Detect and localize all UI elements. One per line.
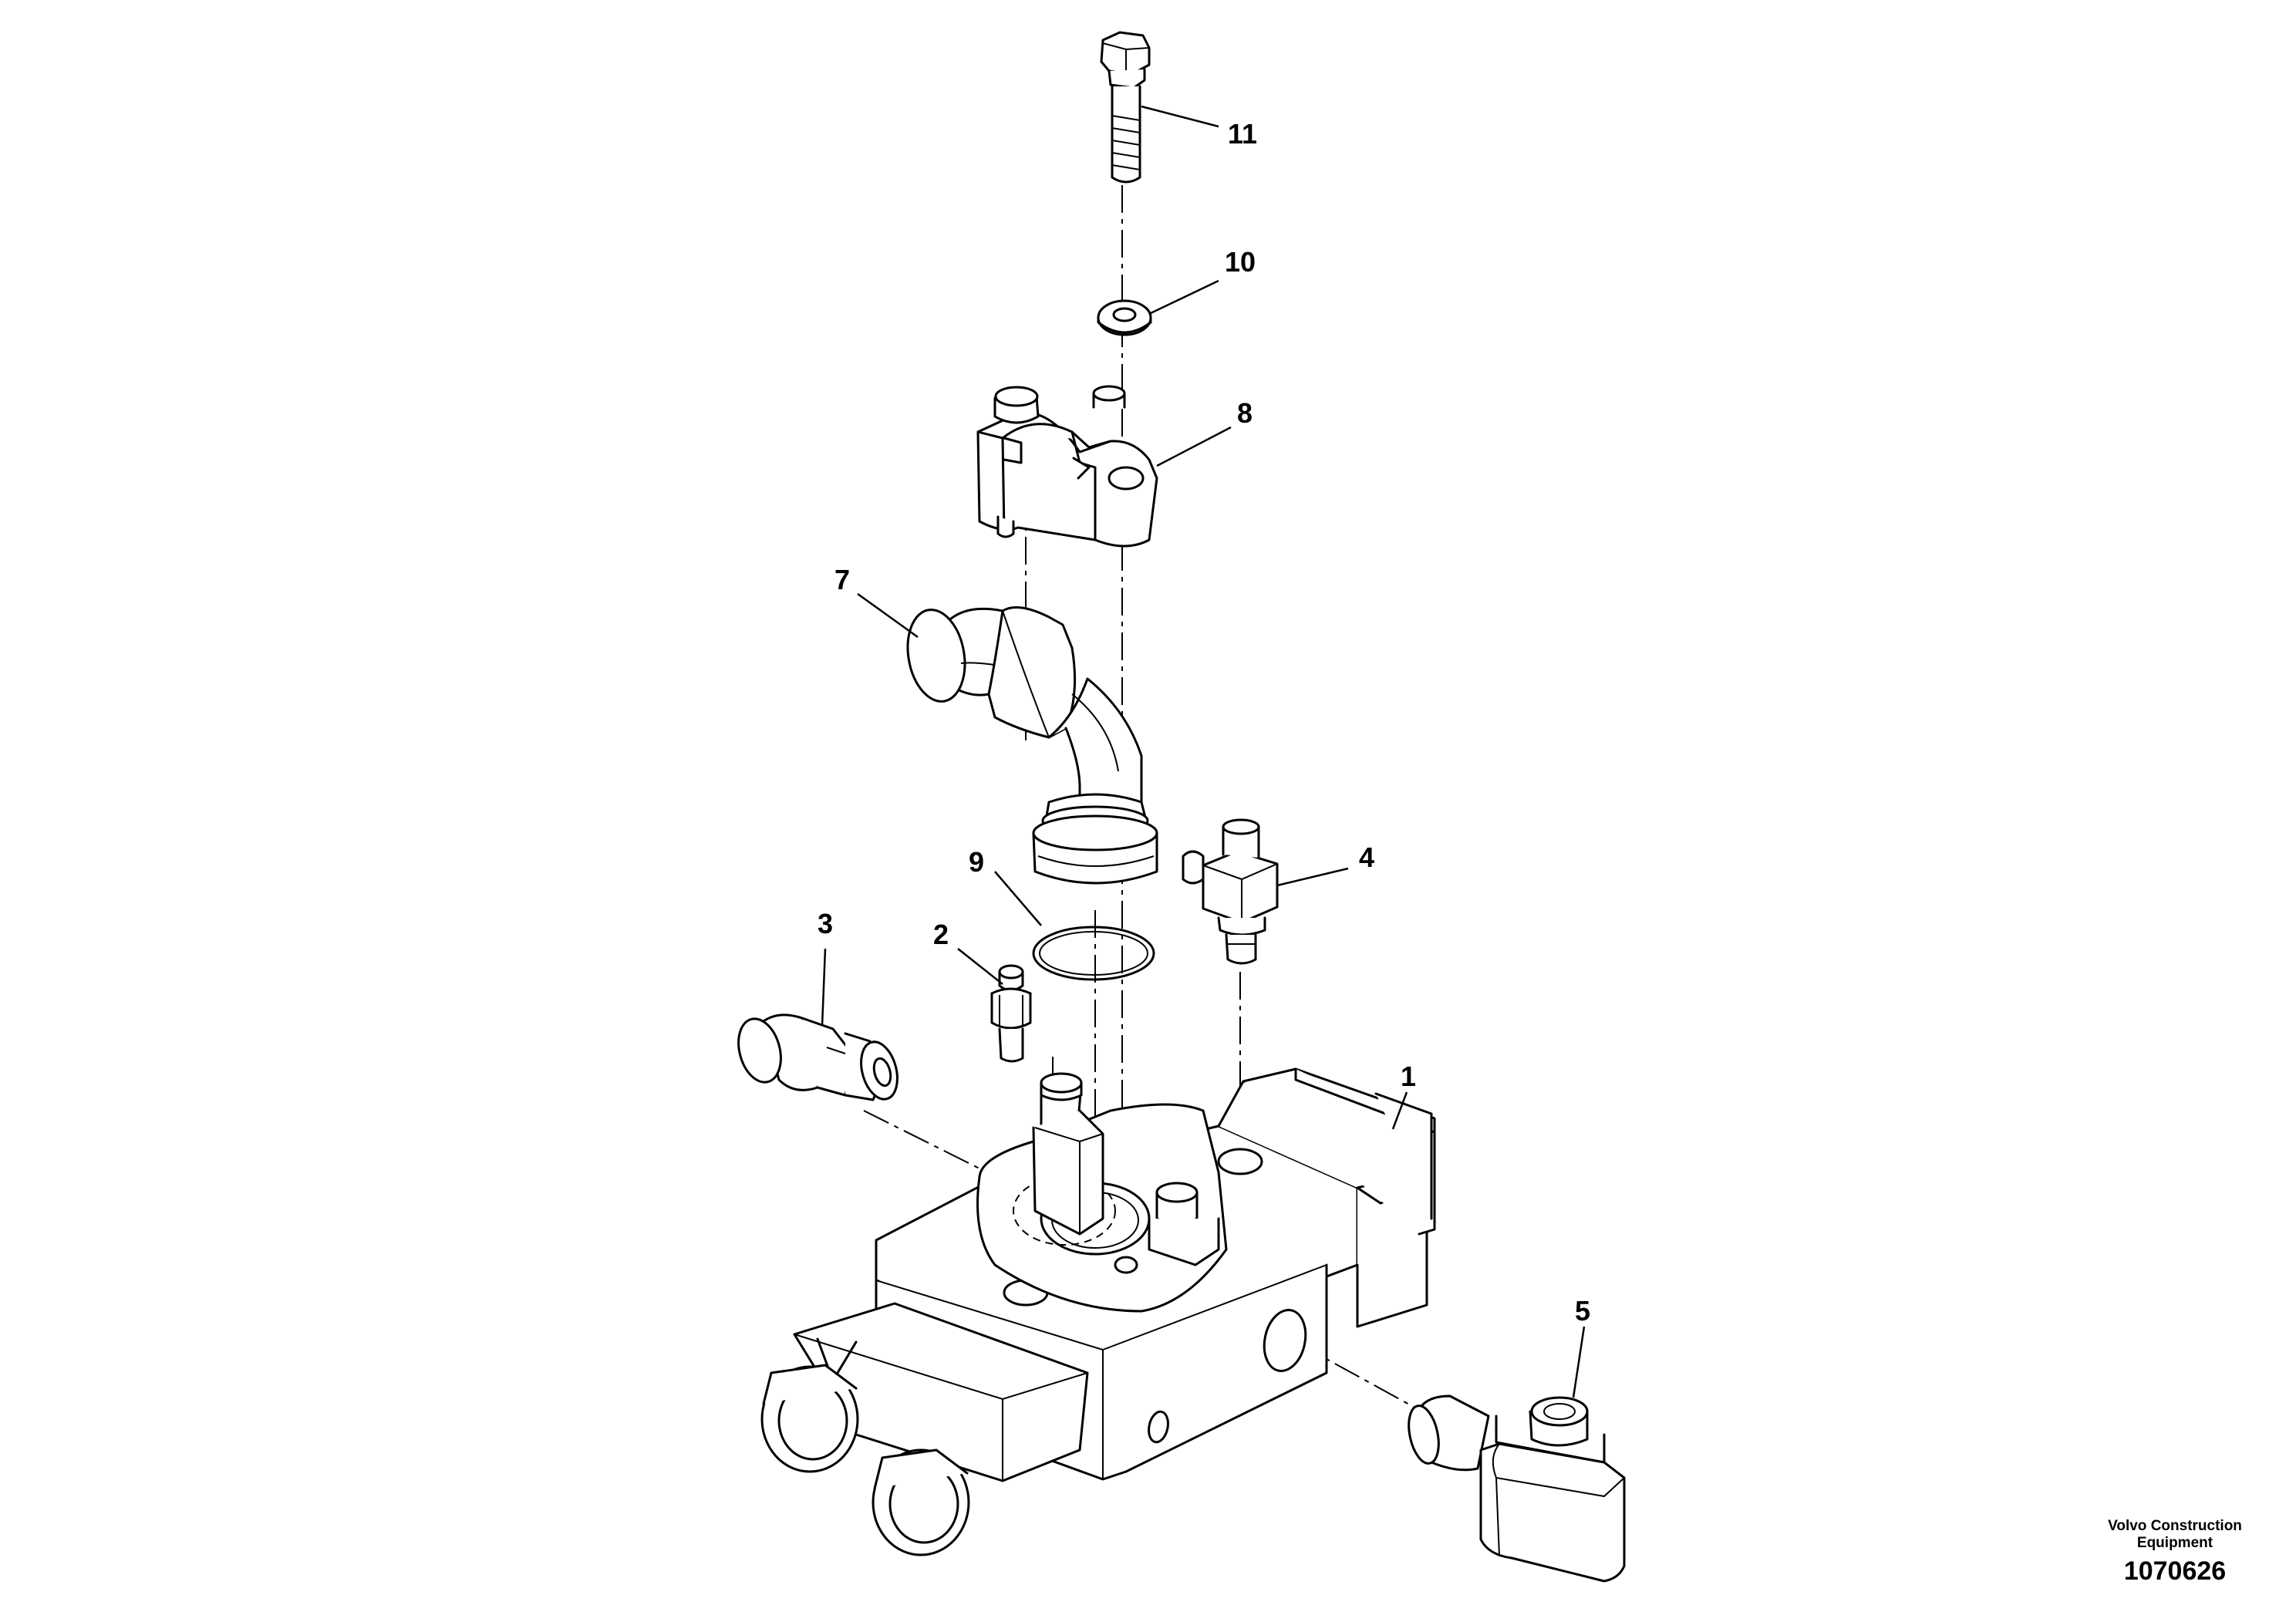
callout-11: 11 bbox=[1228, 118, 1257, 150]
part-8-split-flange-half bbox=[976, 385, 1158, 548]
callout-9: 9 bbox=[969, 846, 984, 878]
callout-8: 8 bbox=[1237, 397, 1253, 429]
drawing-number: 1070626 bbox=[2124, 1556, 2226, 1586]
callout-leaders bbox=[821, 105, 1586, 1398]
callout-1: 1 bbox=[1401, 1061, 1416, 1092]
callout-3: 3 bbox=[818, 908, 833, 939]
part-1-valve-block bbox=[760, 1067, 1436, 1556]
callout-4: 4 bbox=[1359, 841, 1374, 873]
callout-labels: 11 10 8 7 4 9 2 3 1 5 bbox=[818, 118, 1590, 1327]
part-11-hex-bolt bbox=[1100, 31, 1151, 184]
callout-10: 10 bbox=[1225, 246, 1256, 278]
part-4-test-point-tee bbox=[1182, 818, 1279, 965]
part-7-elbow-fitting bbox=[906, 606, 1158, 885]
part-9-o-ring bbox=[1032, 926, 1155, 981]
part-2-plug bbox=[990, 964, 1032, 1063]
company-name-line2: Equipment bbox=[2137, 1535, 2213, 1551]
callout-7: 7 bbox=[834, 564, 850, 595]
part-10-washer bbox=[1097, 299, 1152, 336]
title-block: Volvo Construction Equipment 1070626 bbox=[2108, 1518, 2242, 1586]
callout-2: 2 bbox=[933, 919, 949, 950]
company-name-line1: Volvo Construction bbox=[2108, 1518, 2242, 1534]
part-5-solenoid-plug bbox=[1408, 1394, 1626, 1583]
callout-5: 5 bbox=[1575, 1295, 1590, 1327]
part-3-connector bbox=[737, 1013, 899, 1101]
